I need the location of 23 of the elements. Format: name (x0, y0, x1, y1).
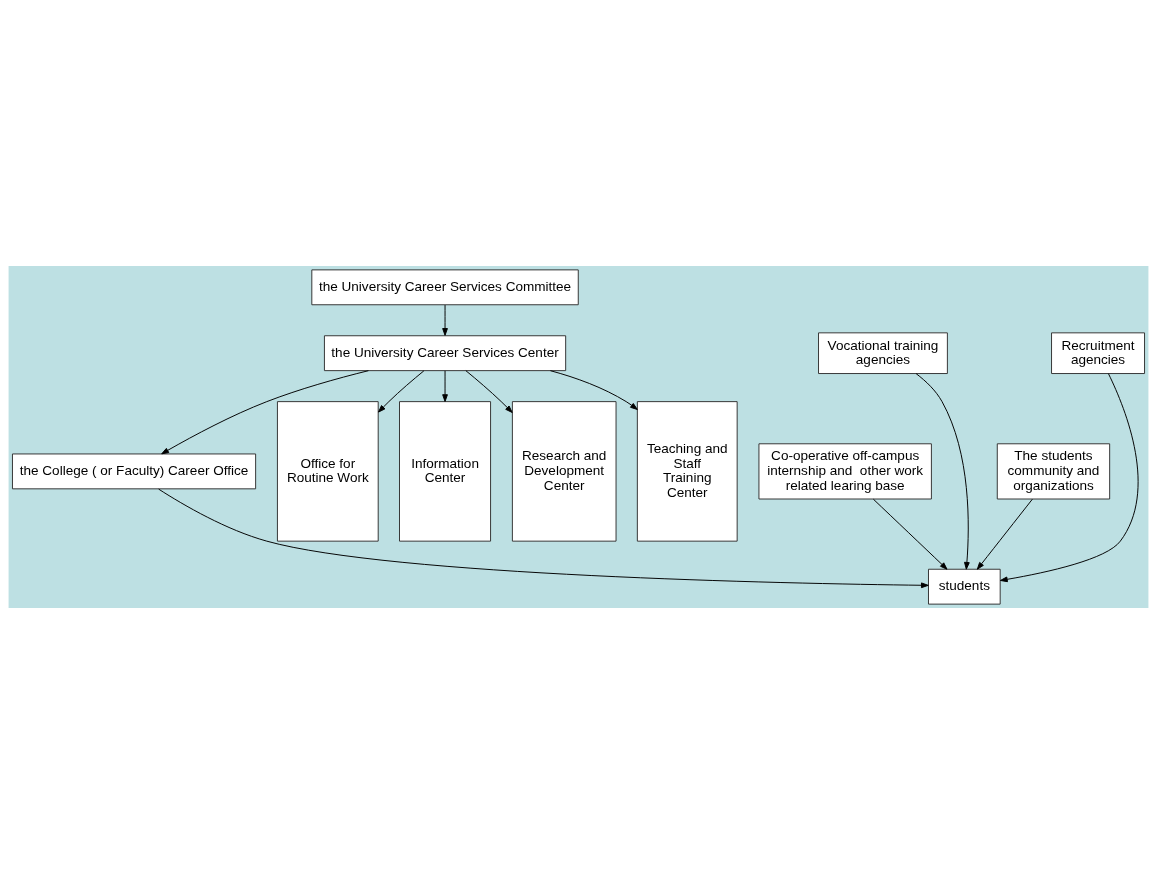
node-box: Co-operative off-campus internship and other work related learing base (758, 443, 932, 500)
arrow (158, 488, 929, 589)
node-box: Teaching and Staff Training Center (636, 401, 738, 542)
node-box: the University Career Services Committee (311, 269, 579, 306)
node-box: students (928, 568, 1001, 605)
node-box: the College ( or Faculty) Career Office (11, 453, 257, 490)
node-box: Recruitment agencies (1051, 332, 1146, 375)
arrow (161, 370, 369, 455)
arrow (872, 498, 948, 570)
arrow (465, 370, 513, 413)
arrow (442, 304, 448, 336)
node-box: Research and Development Center (511, 401, 617, 542)
node-box: The students community and organizations (996, 443, 1111, 500)
arrow (915, 373, 970, 570)
arrow (549, 370, 638, 410)
arrow (976, 498, 1033, 570)
node-box: Vocational training agencies (818, 332, 948, 375)
arrow (378, 370, 425, 413)
node-box: the University Career Services Center (323, 335, 567, 372)
node-box: Information Center (399, 401, 492, 542)
node-box: Office for Routine Work (276, 401, 379, 542)
arrow (442, 370, 448, 402)
arrow (999, 373, 1139, 583)
